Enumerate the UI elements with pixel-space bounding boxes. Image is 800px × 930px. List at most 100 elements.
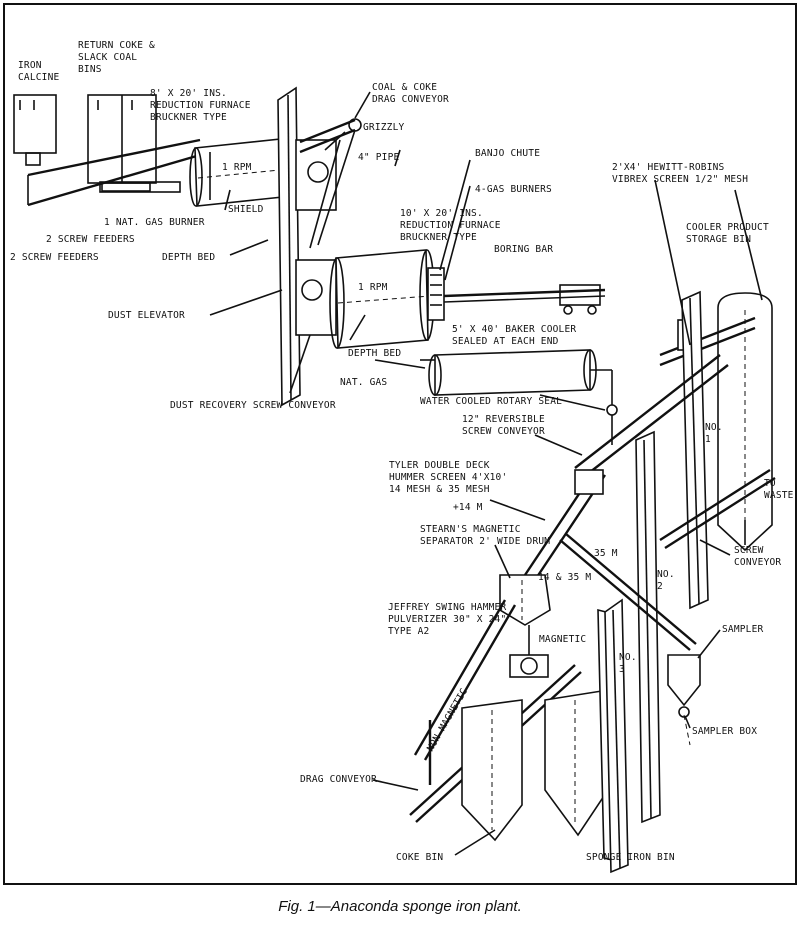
- label-line: CONVEYOR: [734, 557, 781, 568]
- label-line: 8' X 20' INS.: [150, 88, 227, 99]
- label-dust-elevator: DUST ELEVATOR: [108, 310, 185, 321]
- label-line: RETURN COKE &: [78, 40, 155, 51]
- label-line: 1: [705, 434, 711, 445]
- label-screw-feeders-a: 2 SCREW FEEDERS: [46, 234, 135, 245]
- label-line: SAMPLER BOX: [692, 726, 757, 737]
- label-line: HUMMER SCREEN 4'X10': [389, 472, 507, 483]
- label-line: SEALED AT EACH END: [452, 336, 559, 347]
- baker-cooler: [420, 349, 618, 416]
- label-line: SHIELD: [228, 204, 264, 215]
- sampler: [667, 654, 701, 746]
- label-line: COAL & COKE: [372, 82, 437, 93]
- jeffrey-pulverizer: [509, 625, 549, 678]
- label-line: MAGNETIC: [539, 634, 586, 645]
- label-line: 2 SCREW FEEDERS: [10, 252, 99, 263]
- label-plus14: +14 M: [453, 502, 483, 513]
- label-depth-bed-2: DEPTH BED: [348, 348, 401, 359]
- label-line: VIBREX SCREEN 1/2" MESH: [612, 174, 748, 185]
- hummer-screen: [524, 469, 606, 581]
- label-line: 14 MESH & 35 MESH: [389, 484, 490, 495]
- label-line: REDUCTION FURNACE: [400, 220, 501, 231]
- label-no1: NO.1: [705, 422, 723, 445]
- elevator-no-3: [604, 598, 629, 874]
- label-line: DRAG CONVEYOR: [372, 94, 449, 105]
- label-line: NAT. GAS: [340, 377, 387, 388]
- label-line: SCREW: [734, 545, 764, 556]
- label-line: SEPARATOR 2' WIDE DRUM: [420, 536, 550, 547]
- label-line: PULVERIZER 30" X 24": [388, 614, 506, 625]
- label-no3: NO.3: [619, 652, 637, 675]
- label-line: BRUCKNER TYPE: [150, 112, 227, 123]
- boring-bar: [443, 284, 606, 315]
- label-sampler-box: SAMPLER BOX: [692, 726, 757, 737]
- figure-caption: Fig. 1—Anaconda sponge iron plant.: [278, 898, 522, 915]
- label-coke-bin: COKE BIN: [396, 852, 443, 863]
- label-line: +14 M: [453, 502, 483, 513]
- return-coke-bins: [87, 94, 157, 192]
- coal-coke-drag-conveyor: [299, 118, 362, 249]
- label-grizzly: GRIZZLY: [363, 122, 405, 133]
- label-line: DEPTH BED: [348, 348, 401, 359]
- label-m35: 35 M: [594, 548, 618, 559]
- label-line: 4" PIPE: [358, 152, 400, 163]
- elevator-no-1: [681, 290, 709, 610]
- label-drag-conveyor: DRAG CONVEYOR: [300, 774, 377, 785]
- label-magnetic: MAGNETIC: [539, 634, 586, 645]
- label-line: 5' X 40' BAKER COOLER: [452, 324, 576, 335]
- label-line: 2'X4' HEWITT-ROBINS: [612, 162, 725, 173]
- label-line: SAMPLER: [722, 624, 764, 635]
- label-dust-recovery: DUST RECOVERY SCREW CONVEYOR: [170, 400, 336, 411]
- label-line: DUST ELEVATOR: [108, 310, 185, 321]
- label-line: DEPTH BED: [162, 252, 215, 263]
- figure-frame: [3, 3, 797, 885]
- label-no2: NO.2: [657, 569, 675, 592]
- label-line: GRIZZLY: [363, 122, 405, 133]
- label-line: 35 M: [594, 548, 618, 559]
- label-line: 1 RPM: [222, 162, 252, 173]
- label-banjo-chute: BANJO CHUTE: [475, 148, 540, 159]
- label-line: 4-GAS BURNERS: [475, 184, 552, 195]
- label-gas-burner: 1 NAT. GAS BURNER: [104, 217, 205, 228]
- label-line: 2 SCREW FEEDERS: [46, 234, 135, 245]
- label-nat-gas: NAT. GAS: [340, 377, 387, 388]
- label-line: IRON: [18, 60, 42, 71]
- label-rpm2: 1 RPM: [358, 282, 388, 293]
- label-line: REDUCTION FURNACE: [150, 100, 251, 111]
- label-line: BRUCKNER TYPE: [400, 232, 477, 243]
- elevator-no-2: [635, 430, 661, 824]
- label-line: 10' X 20' INS.: [400, 208, 483, 219]
- label-line: 3: [619, 664, 625, 675]
- iron-calcine-bin: [13, 94, 57, 166]
- label-line: 1 RPM: [358, 282, 388, 293]
- coke-bin: [461, 699, 523, 842]
- leader-lines: [209, 91, 763, 856]
- label-line: STEARN'S MAGNETIC: [420, 524, 521, 535]
- label-line: BORING BAR: [494, 244, 553, 255]
- label-line: JEFFREY SWING HAMMER: [388, 602, 506, 613]
- reduction-furnace-2: [329, 249, 445, 349]
- label-m14-35: 14 & 35 M: [538, 572, 591, 583]
- sponge-iron-bin: [544, 608, 613, 862]
- label-line: DRAG CONVEYOR: [300, 774, 377, 785]
- label-line: CALCINE: [18, 72, 60, 83]
- label-line: 14 & 35 M: [538, 572, 591, 583]
- feed-conveyor: [27, 138, 201, 207]
- label-line: 2: [657, 581, 663, 592]
- label-line: SLACK COAL: [78, 52, 137, 63]
- label-line: NO.: [619, 652, 637, 663]
- label-line: COOLER PRODUCT: [686, 222, 769, 233]
- label-rpm1: 1 RPM: [222, 162, 252, 173]
- cooler-product-storage-bin: [717, 292, 773, 552]
- label-line: TYLER DOUBLE DECK: [389, 460, 490, 471]
